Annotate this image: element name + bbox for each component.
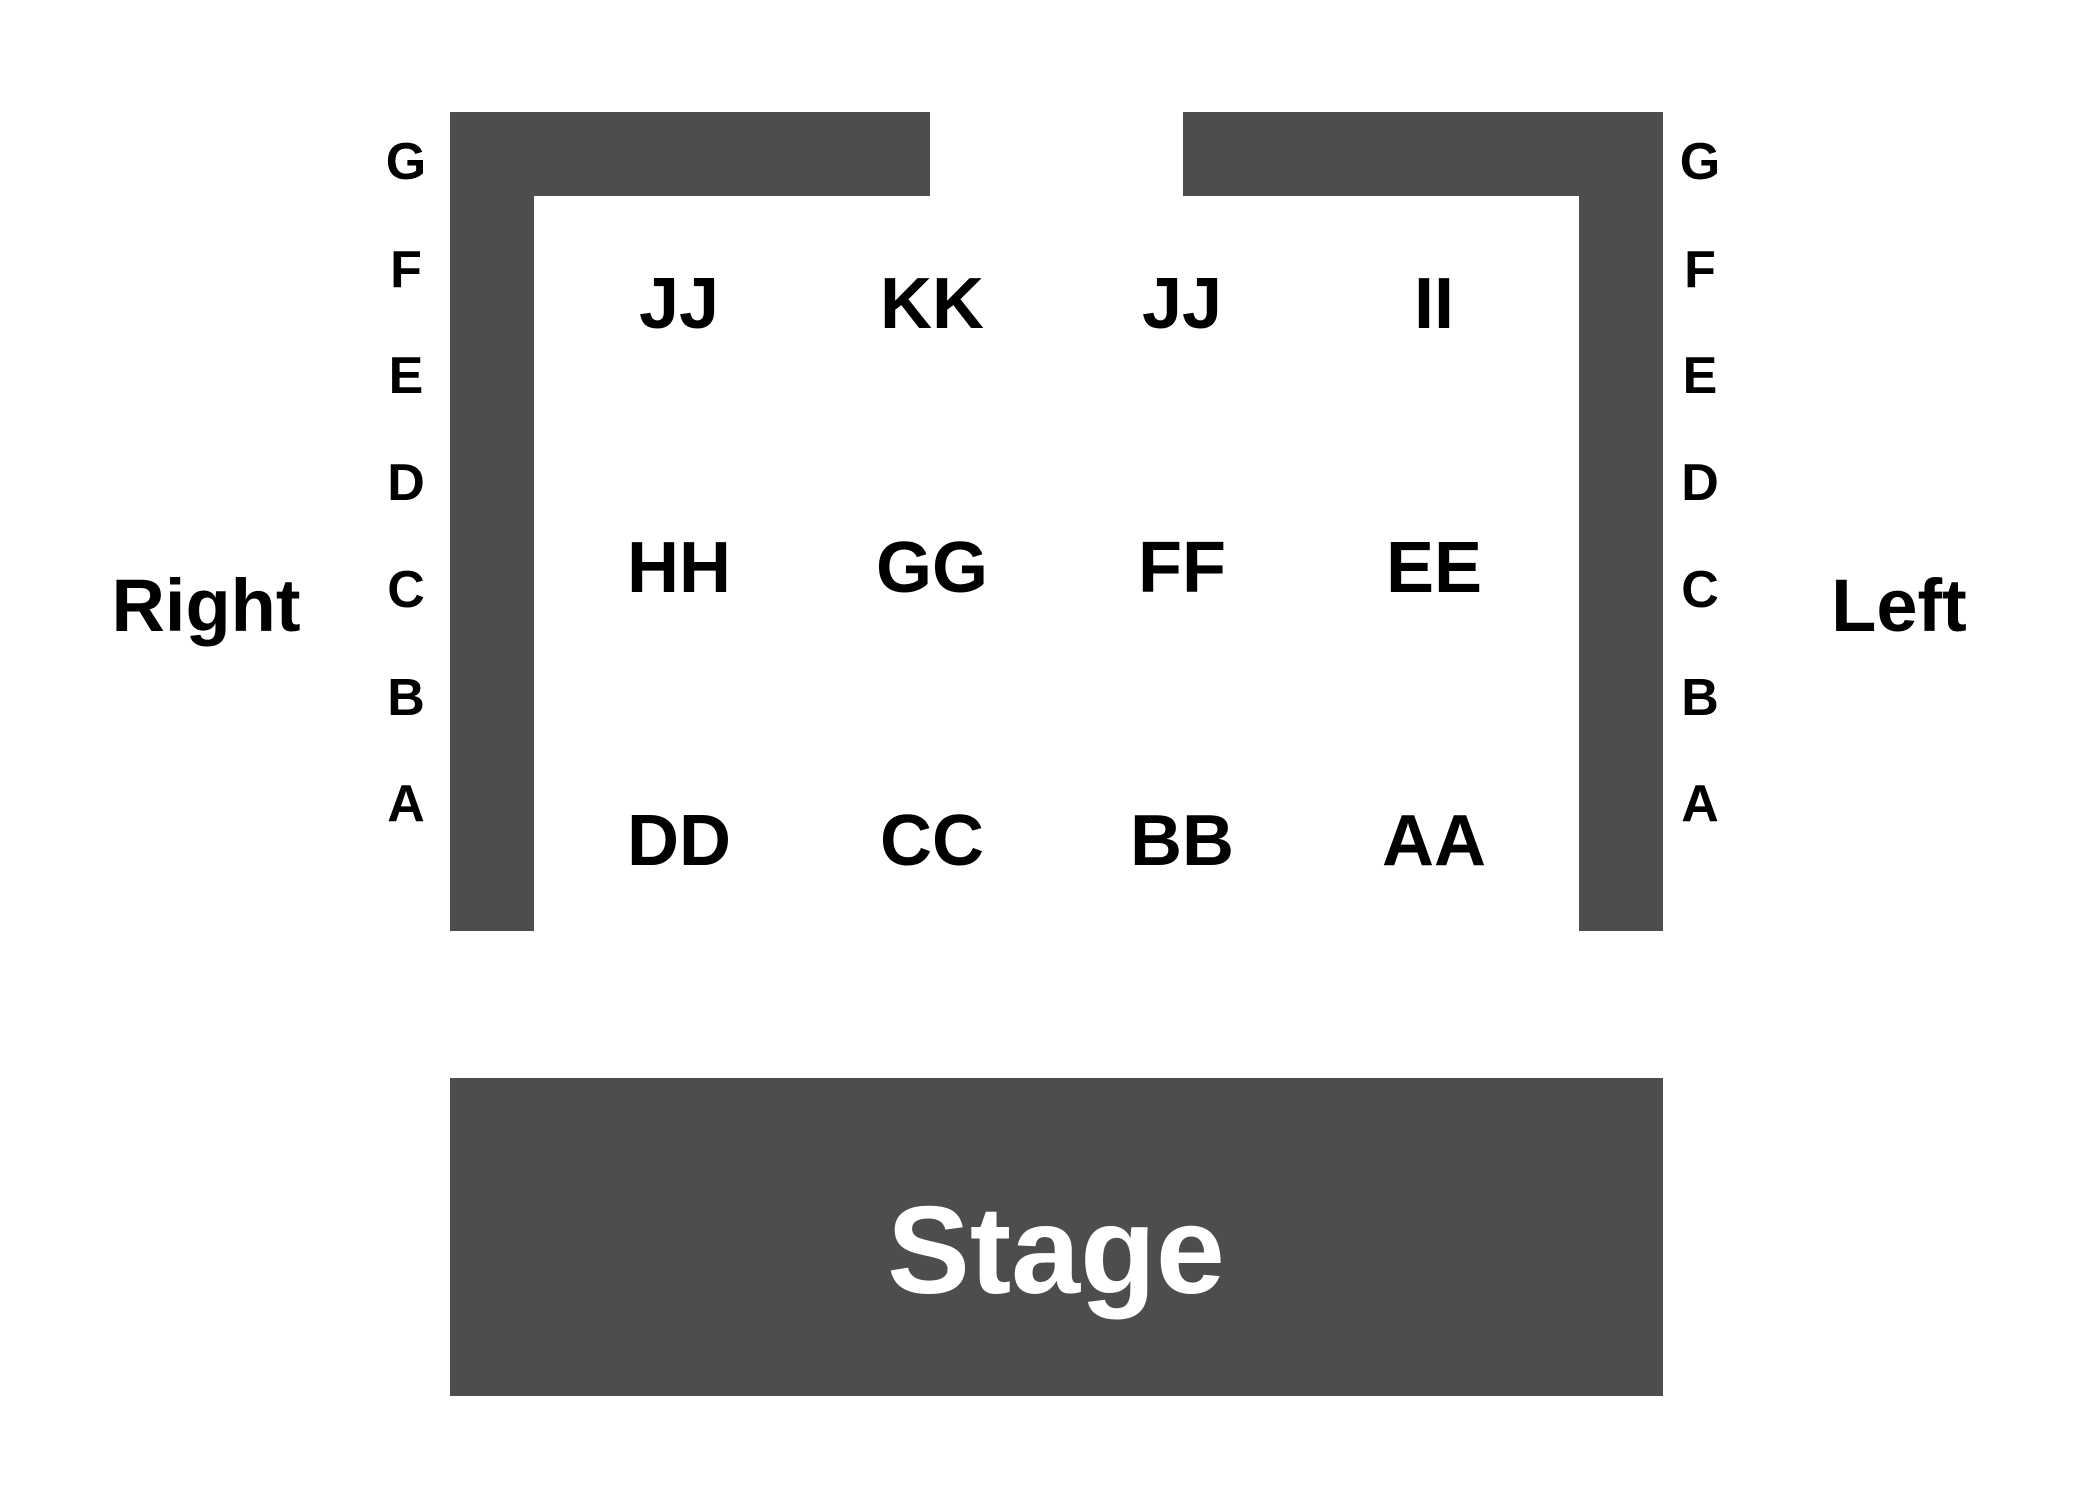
stage-label: Stage [887, 1182, 1225, 1320]
left-wall-side [1579, 112, 1663, 931]
stage [450, 1078, 1663, 1396]
section-label: BB [1130, 801, 1234, 881]
left-row-label: A [1681, 775, 1719, 833]
section-label: CC [880, 801, 984, 881]
left-row-label: C [1681, 561, 1719, 619]
section-label: KK [880, 264, 984, 344]
section-label: II [1413, 264, 1454, 344]
section-label: EE [1385, 528, 1483, 608]
section-label: GG [875, 528, 988, 608]
left-row-label: G [1679, 133, 1721, 191]
left-row-label: E [1682, 347, 1718, 405]
side-label-left: Left [1831, 564, 1967, 647]
left-row-label: B [1681, 669, 1719, 727]
right-wall-side [450, 112, 534, 931]
right-row-label: D [387, 454, 425, 512]
right-row-label: C [387, 561, 425, 619]
right-row-label: F [390, 241, 422, 299]
right-row-label: B [387, 669, 425, 727]
right-row-label: A [387, 775, 425, 833]
section-label: DD [627, 801, 731, 881]
section-label: AA [1382, 801, 1486, 881]
right-row-label: G [385, 133, 427, 191]
right-row-label: E [388, 347, 424, 405]
section-label: HH [627, 528, 731, 608]
section-label: JJ [1141, 264, 1223, 344]
left-row-label: D [1681, 454, 1719, 512]
section-label: JJ [638, 264, 720, 344]
section-label: FF [1138, 528, 1226, 608]
left-row-label: F [1684, 241, 1716, 299]
side-label-right: Right [111, 564, 301, 647]
